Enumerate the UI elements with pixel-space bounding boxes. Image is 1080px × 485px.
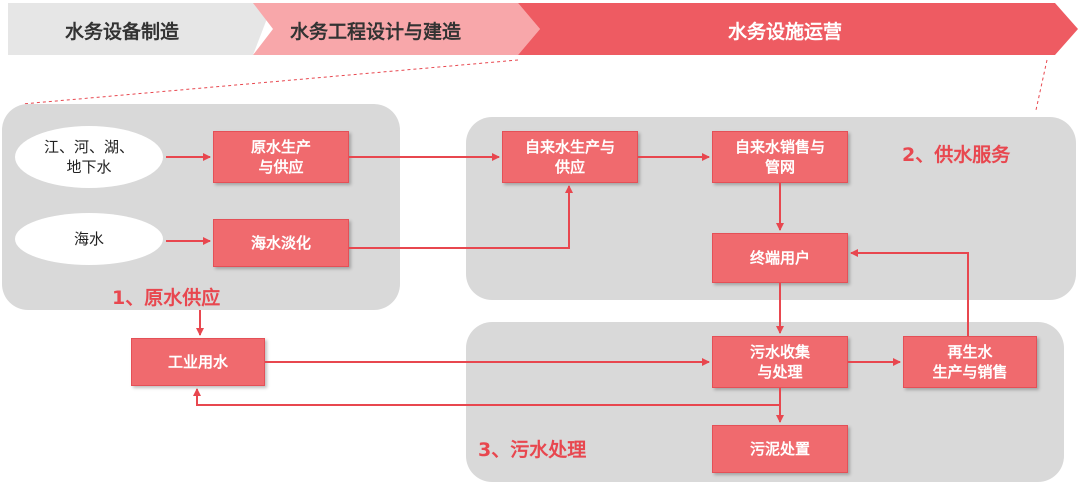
banner-stage3-label: 水务设施运营: [728, 21, 843, 43]
section-label-sewage: 3、污水处理: [478, 439, 587, 461]
node-sewage-collection: 污水收集 与处理: [712, 336, 848, 388]
node-raw-water-production: 原水生产 与供应: [213, 131, 349, 183]
banner-stage1-shape: [8, 3, 273, 55]
banner-stage1-label: 水务设备制造: [65, 21, 180, 43]
banner-stage2-label: 水务工程设计与建造: [290, 21, 462, 43]
node-desalination: 海水淡化: [213, 219, 349, 267]
node-tap-water-production: 自来水生产与 供应: [502, 131, 638, 183]
zoom-line-left: [21, 59, 519, 105]
node-tap-water-sales: 自来水销售与 管网: [712, 131, 848, 183]
section-label-raw-water: 1、原水供应: [112, 287, 221, 309]
zoom-line-right: [1035, 59, 1048, 111]
source-surface-groundwater: 江、河、湖、 地下水: [15, 126, 163, 188]
node-end-users: 终端用户: [712, 233, 848, 283]
node-reclaimed-water: 再生水 生产与销售: [903, 336, 1037, 388]
section-label-water-supply: 2、供水服务: [902, 144, 1011, 166]
banner-stage3-shape: [518, 3, 1078, 55]
source-seawater: 海水: [15, 213, 163, 265]
node-sludge-disposal: 污泥处置: [712, 425, 848, 473]
node-industrial-water: 工业用水: [131, 338, 265, 386]
banner-stage2-shape: [253, 3, 540, 55]
